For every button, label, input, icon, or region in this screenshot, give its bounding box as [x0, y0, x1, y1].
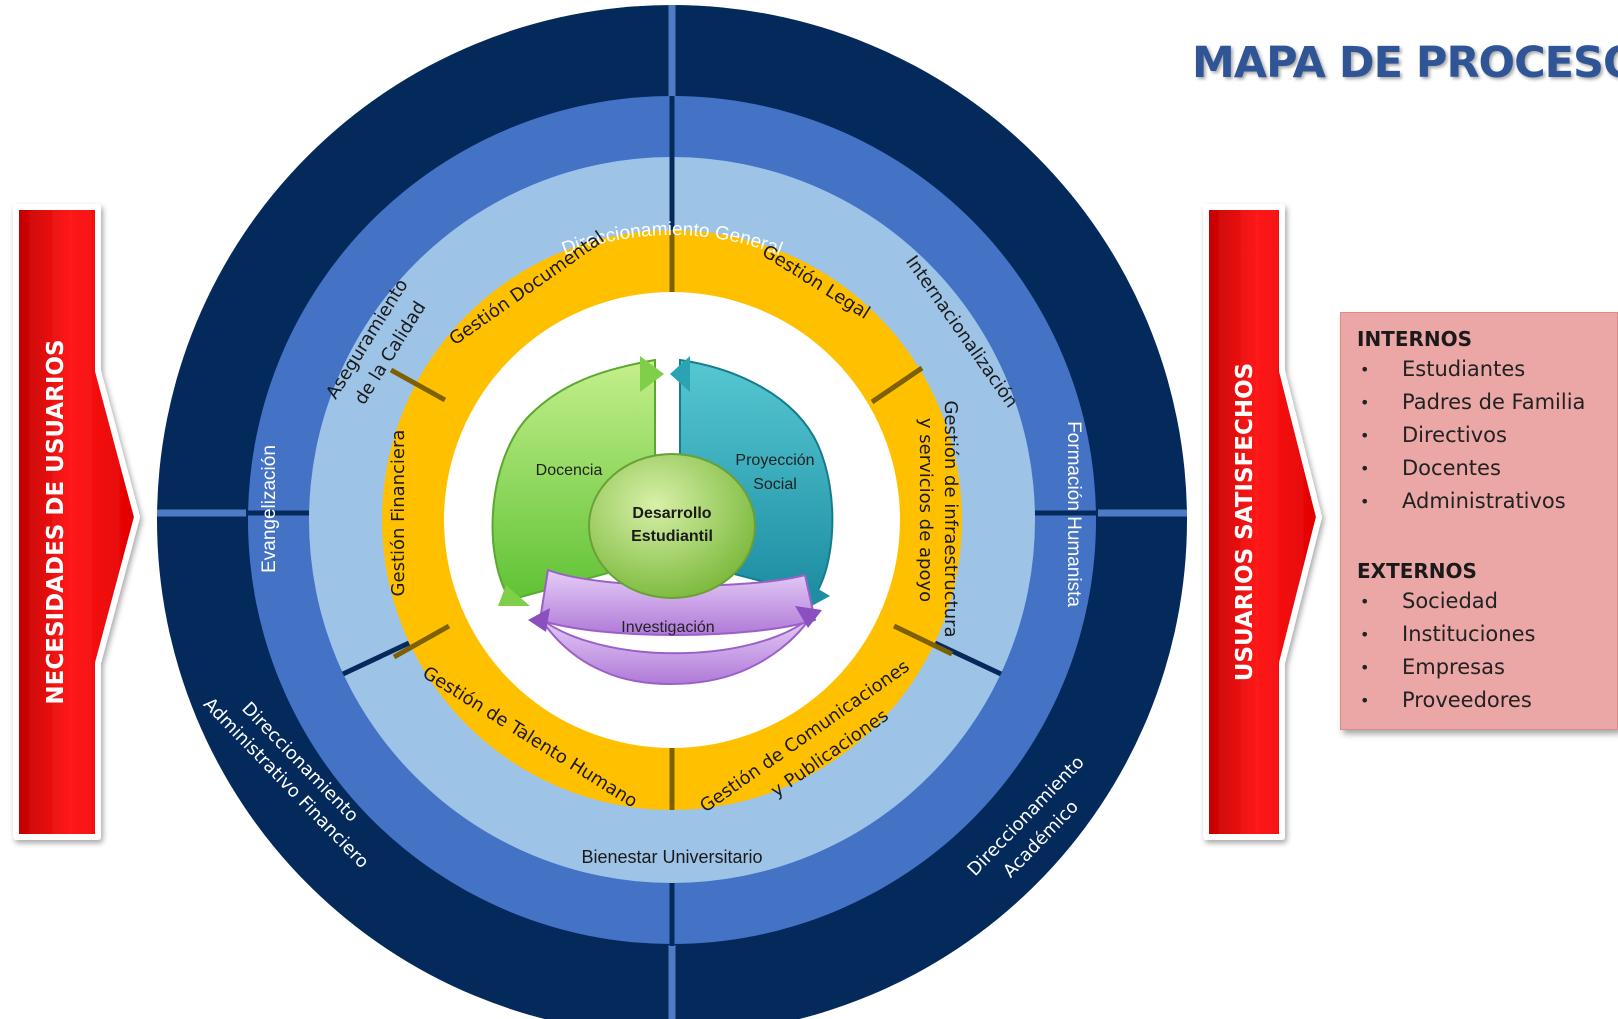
bullet-icon: • — [1360, 625, 1370, 644]
bullet-icon: • — [1360, 691, 1370, 710]
list-item: • Instituciones — [1357, 618, 1535, 651]
list-item-label: Estudiantes — [1402, 357, 1526, 381]
bullet-icon: • — [1360, 658, 1370, 677]
light-ring-dividers — [341, 157, 1003, 677]
list-item-label: Instituciones — [1402, 622, 1536, 646]
users-panel: INTERNOS • Estudiantes • Padres de Familia… — [1340, 312, 1618, 730]
bullet-icon: • — [1360, 426, 1370, 445]
core-proyeccion-label-1: Proyección — [735, 452, 814, 469]
blue-ring-label-right: Formación Humanista — [1063, 421, 1084, 607]
outer-ring-dividers — [157, 5, 1187, 1019]
list-item-label: Directivos — [1402, 423, 1507, 447]
list-item: • Directivos — [1357, 419, 1585, 452]
input-arrow: NECESIDADES DE USUARIOS — [13, 204, 140, 840]
blue-ring-dividers — [246, 96, 1097, 946]
bullet-icon: • — [1360, 492, 1370, 511]
list-item-label: Padres de Familia — [1402, 390, 1586, 414]
list-item-label: Sociedad — [1402, 589, 1499, 613]
list-item: • Empresas — [1357, 651, 1535, 684]
output-arrow: USUARIOS SATISFECHOS — [1203, 204, 1322, 840]
orange-ring-dividers — [389, 230, 954, 810]
list-item-label: Administrativos — [1402, 489, 1566, 513]
list-item: • Padres de Familia — [1357, 386, 1585, 419]
internal-group-title: INTERNOS — [1357, 327, 1473, 351]
list-item: • Proveedores — [1357, 684, 1535, 717]
page-title: MAPA DE PROCESO — [1192, 38, 1618, 88]
bullet-icon: • — [1360, 393, 1370, 412]
input-arrow-label: NECESIDADES DE USUARIOS — [43, 339, 69, 704]
list-item: • Docentes — [1357, 452, 1585, 485]
internal-users-list: • Estudiantes • Padres de Familia • Directi… — [1357, 353, 1585, 518]
list-item-label: Proveedores — [1402, 688, 1532, 712]
core-center-label-2: Estudiantil — [631, 528, 713, 545]
list-item: • Administrativos — [1357, 485, 1585, 518]
blue-ring-label-left: Evangelización — [259, 445, 280, 573]
external-group-title: EXTERNOS — [1357, 559, 1477, 583]
output-arrow-label: USUARIOS SATISFECHOS — [1232, 363, 1258, 681]
bullet-icon: • — [1360, 459, 1370, 478]
core-center-label-1: Desarrollo — [632, 505, 711, 522]
light-ring-label-bottom: Bienestar Universitario — [581, 847, 762, 867]
core-investigacion-label: Investigación — [621, 619, 714, 636]
orange-label-infraestructura-1: Gestión de infraestructura — [940, 400, 961, 637]
core-proyeccion-label-2: Social — [753, 476, 797, 493]
external-users-list: • Sociedad • Instituciones • Empresas • Prov… — [1357, 585, 1535, 717]
bullet-icon: • — [1360, 592, 1370, 611]
list-item: • Sociedad — [1357, 585, 1535, 618]
desarrollo-estudiantil-circle — [588, 453, 756, 599]
list-item: • Estudiantes — [1357, 353, 1585, 386]
list-item-label: Empresas — [1402, 655, 1505, 679]
orange-label-gestion-financiera: Gestión Financiera — [388, 430, 409, 597]
bullet-icon: • — [1360, 360, 1370, 379]
list-item-label: Docentes — [1402, 456, 1501, 480]
core-docencia-label: Docencia — [536, 462, 603, 479]
orange-label-infraestructura-2: y servicios de apoyo — [915, 418, 936, 602]
investigacion-segment — [528, 568, 822, 685]
